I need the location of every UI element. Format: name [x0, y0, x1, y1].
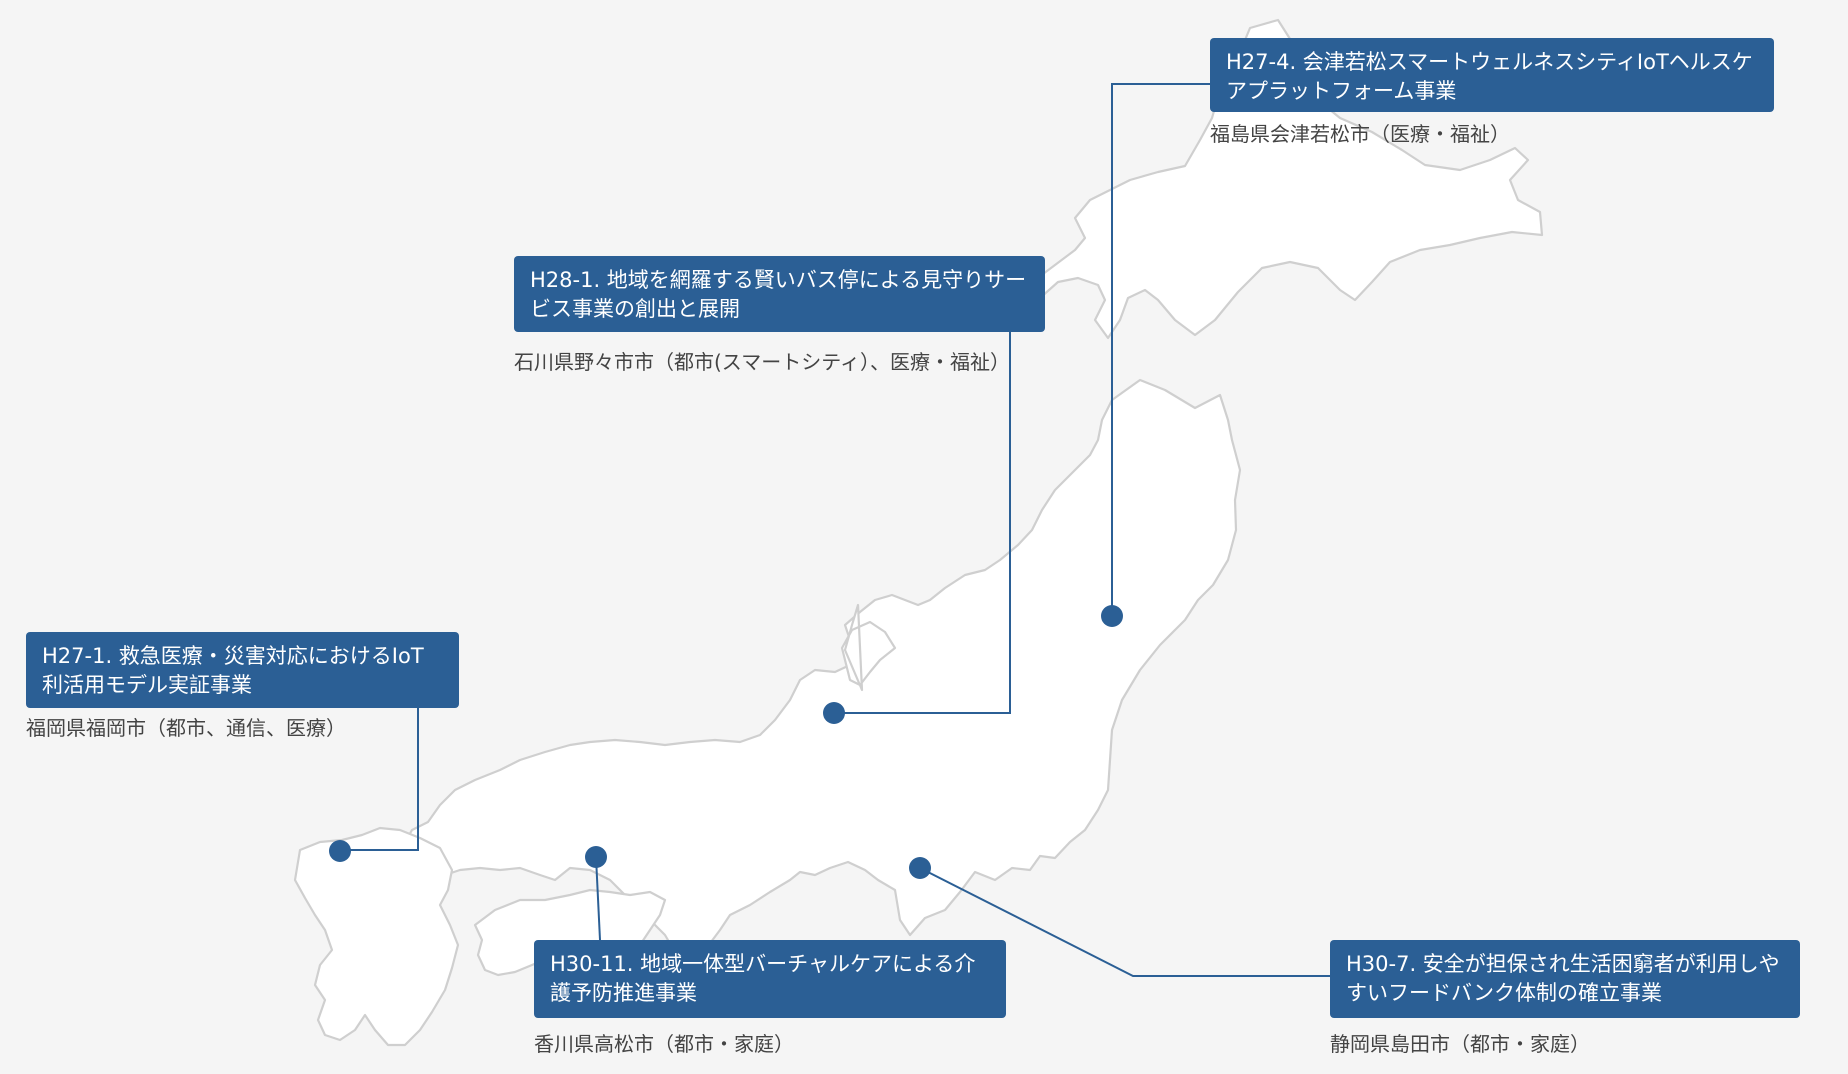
project-location-fukuoka: 福岡県福岡市（都市、通信、医療） [26, 716, 346, 740]
leader-line-fukuoka [340, 708, 419, 851]
leader-line-shimada [919, 867, 1330, 977]
leader-line-takamatsu [595, 856, 601, 941]
project-title-nonoichi: H28-1. 地域を網羅する賢いバス停による見守りサービス事業の創出と展開 [530, 268, 1027, 321]
project-title-aizu: H27-4. 会津若松スマートウェルネスシティIoTヘルスケアプラットフォーム事… [1226, 50, 1753, 103]
project-card-aizu[interactable]: H27-4. 会津若松スマートウェルネスシティIoTヘルスケアプラットフォーム事… [1210, 38, 1774, 112]
pin-takamatsu[interactable] [585, 846, 607, 868]
pin-fukuoka[interactable] [329, 840, 351, 862]
kyushu-island [293, 826, 460, 1047]
project-card-fukuoka[interactable]: H27-1. 救急医療・災害対応におけるIoT利活用モデル実証事業 [26, 632, 459, 708]
project-card-takamatsu[interactable]: H30-11. 地域一体型バーチャルケアによる介護予防推進事業 [534, 940, 1006, 1018]
noto-peninsula [840, 603, 897, 692]
project-location-takamatsu: 香川県高松市（都市・家庭） [534, 1032, 794, 1056]
leader-line-aizu [1111, 83, 1210, 615]
project-title-shimada: H30-7. 安全が担保され生活困窮者が利用しやすいフードバンク体制の確立事業 [1346, 952, 1780, 1005]
project-location-nonoichi: 石川県野々市市（都市(スマートシティ）、医療・福祉） [514, 350, 1011, 374]
hokkaido-island [1020, 18, 1544, 340]
project-card-nonoichi[interactable]: H28-1. 地域を網羅する賢いバス停による見守りサービス事業の創出と展開 [514, 256, 1045, 332]
pin-shimada[interactable] [909, 857, 931, 879]
pin-aizu[interactable] [1101, 605, 1123, 627]
leader-line-nonoichi [834, 332, 1011, 714]
honshu-island [403, 378, 1242, 962]
project-card-shimada[interactable]: H30-7. 安全が担保され生活困窮者が利用しやすいフードバンク体制の確立事業 [1330, 940, 1800, 1018]
pin-nonoichi[interactable] [823, 702, 845, 724]
project-location-aizu: 福島県会津若松市（医療・福祉） [1210, 122, 1510, 146]
project-location-shimada: 静岡県島田市（都市・家庭） [1330, 1032, 1590, 1056]
project-title-takamatsu: H30-11. 地域一体型バーチャルケアによる介護予防推進事業 [550, 952, 976, 1005]
project-title-fukuoka: H27-1. 救急医療・災害対応におけるIoT利活用モデル実証事業 [42, 644, 424, 697]
